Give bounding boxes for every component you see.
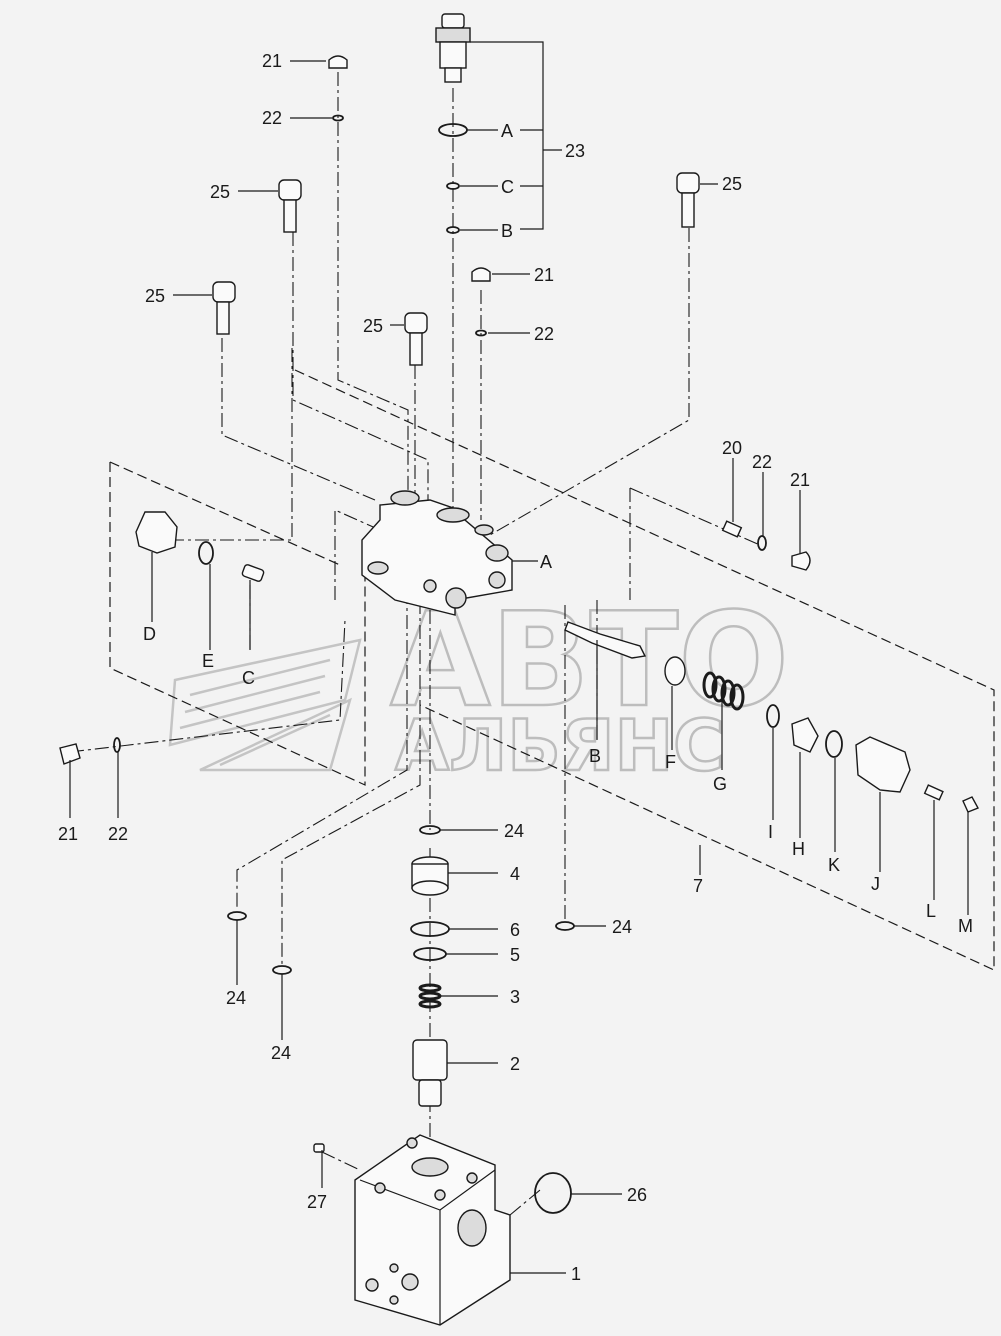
callout-21-center: 21 — [534, 265, 554, 285]
callout-22-left: 22 — [108, 824, 128, 844]
callout-21-top: 21 — [262, 51, 282, 71]
watermark-logo — [168, 638, 362, 772]
callout-labels: 21 22 A C B 23 25 25 25 25 21 22 20 22 2… — [58, 51, 973, 1284]
spool-2 — [412, 1039, 448, 1107]
plug-21-left — [59, 743, 81, 765]
o-ring-26 — [534, 1172, 572, 1214]
o-ring-24-left-b — [272, 965, 292, 975]
right-dashed-box — [294, 369, 995, 971]
piston-h — [791, 717, 819, 753]
washer-22-top — [332, 114, 344, 122]
leader-lines — [69, 41, 969, 1274]
bolt-25-left-top — [278, 179, 302, 233]
callout-25-a: 25 — [210, 182, 230, 202]
callout-a-top: A — [501, 121, 513, 141]
valve-body — [361, 490, 513, 616]
callout-c-left: C — [242, 668, 255, 688]
nut-m — [962, 796, 979, 813]
callout-2: 2 — [510, 1054, 520, 1074]
plug-21-center — [471, 267, 491, 282]
screw-l — [923, 784, 944, 801]
callout-24-left-a: 24 — [226, 988, 246, 1008]
cap-j — [855, 736, 911, 793]
callout-22-right: 22 — [752, 452, 772, 472]
callout-l: L — [926, 901, 936, 921]
plug-d — [135, 511, 178, 554]
washer-22-left — [113, 737, 121, 753]
callout-20: 20 — [722, 438, 742, 458]
callout-g: G — [713, 774, 727, 794]
bolt-25-center — [404, 312, 428, 366]
callout-d: D — [143, 624, 156, 644]
callout-4: 4 — [510, 864, 520, 884]
washer-22-right — [757, 535, 767, 551]
callout-25-b: 25 — [145, 286, 165, 306]
callout-27: 27 — [307, 1192, 327, 1212]
callout-22-center: 22 — [534, 324, 554, 344]
callout-24-center: 24 — [504, 821, 524, 841]
housing-1 — [354, 1134, 511, 1326]
callout-j: J — [871, 874, 880, 894]
spool-b — [564, 621, 647, 659]
o-ring-k — [825, 730, 843, 758]
callout-h: H — [792, 839, 805, 859]
callout-1: 1 — [571, 1264, 581, 1284]
callout-b-spool: B — [589, 746, 601, 766]
washer-22-center — [475, 329, 487, 337]
o-ring-i — [766, 704, 780, 728]
callout-b-top: B — [501, 221, 513, 241]
callout-25-d: 25 — [722, 174, 742, 194]
callout-k: K — [828, 855, 840, 875]
callout-3: 3 — [510, 987, 520, 1007]
o-ring-e — [198, 541, 214, 565]
callout-a-body: A — [540, 552, 552, 572]
bolt-25-right — [676, 172, 700, 228]
callout-23: 23 — [565, 141, 585, 161]
set-screw-20 — [721, 520, 743, 538]
callout-26: 26 — [627, 1185, 647, 1205]
callout-5: 5 — [510, 945, 520, 965]
plug-21-right — [791, 551, 811, 571]
callout-22-top: 22 — [262, 108, 282, 128]
callout-24-left-b: 24 — [271, 1043, 291, 1063]
spring-g — [702, 671, 745, 711]
relief-valve-cartridge — [435, 13, 471, 83]
callout-7: 7 — [693, 876, 703, 896]
watermark-line2: АЛЬЯНС — [395, 705, 725, 787]
plug-4 — [411, 856, 449, 896]
callout-i: I — [768, 822, 773, 842]
left-dashed-box — [109, 462, 366, 786]
callout-f: F — [665, 752, 676, 772]
callout-e: E — [202, 651, 214, 671]
callout-6: 6 — [510, 920, 520, 940]
washer-f — [664, 656, 686, 686]
callout-24-right: 24 — [612, 917, 632, 937]
o-ring-c-top — [446, 182, 460, 190]
callout-25-c: 25 — [363, 316, 383, 336]
bolt-25-left — [212, 281, 236, 335]
o-ring-24-right — [555, 921, 575, 931]
set-screw-c — [241, 564, 265, 582]
o-ring-b-top — [446, 226, 460, 234]
callout-m: M — [958, 916, 973, 936]
callout-21-right: 21 — [790, 470, 810, 490]
plug-21-top — [328, 55, 348, 69]
o-ring-24-left-a — [227, 911, 247, 921]
callout-c-top: C — [501, 177, 514, 197]
callout-21-left: 21 — [58, 824, 78, 844]
watermark: АВТО АЛЬЯНС — [168, 583, 790, 788]
